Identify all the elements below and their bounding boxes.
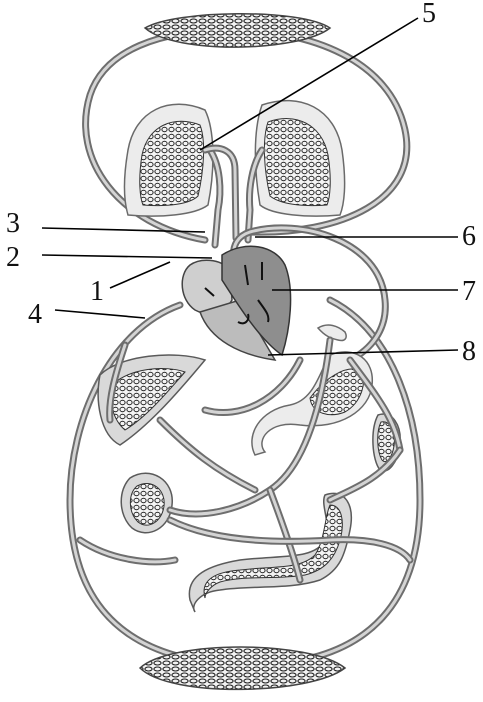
label-3: 3	[6, 208, 20, 239]
heart	[182, 246, 290, 360]
label-1: 1	[90, 276, 104, 307]
label-5: 5	[422, 0, 436, 29]
label-6: 6	[462, 221, 476, 252]
leader-line-3	[42, 228, 205, 232]
leader-line-1	[110, 262, 170, 288]
label-7: 7	[462, 276, 476, 307]
label-2: 2	[6, 242, 20, 273]
leader-line-4	[55, 310, 145, 318]
leader-line-2	[42, 255, 212, 258]
label-8: 8	[462, 336, 476, 367]
label-4: 4	[28, 299, 42, 330]
